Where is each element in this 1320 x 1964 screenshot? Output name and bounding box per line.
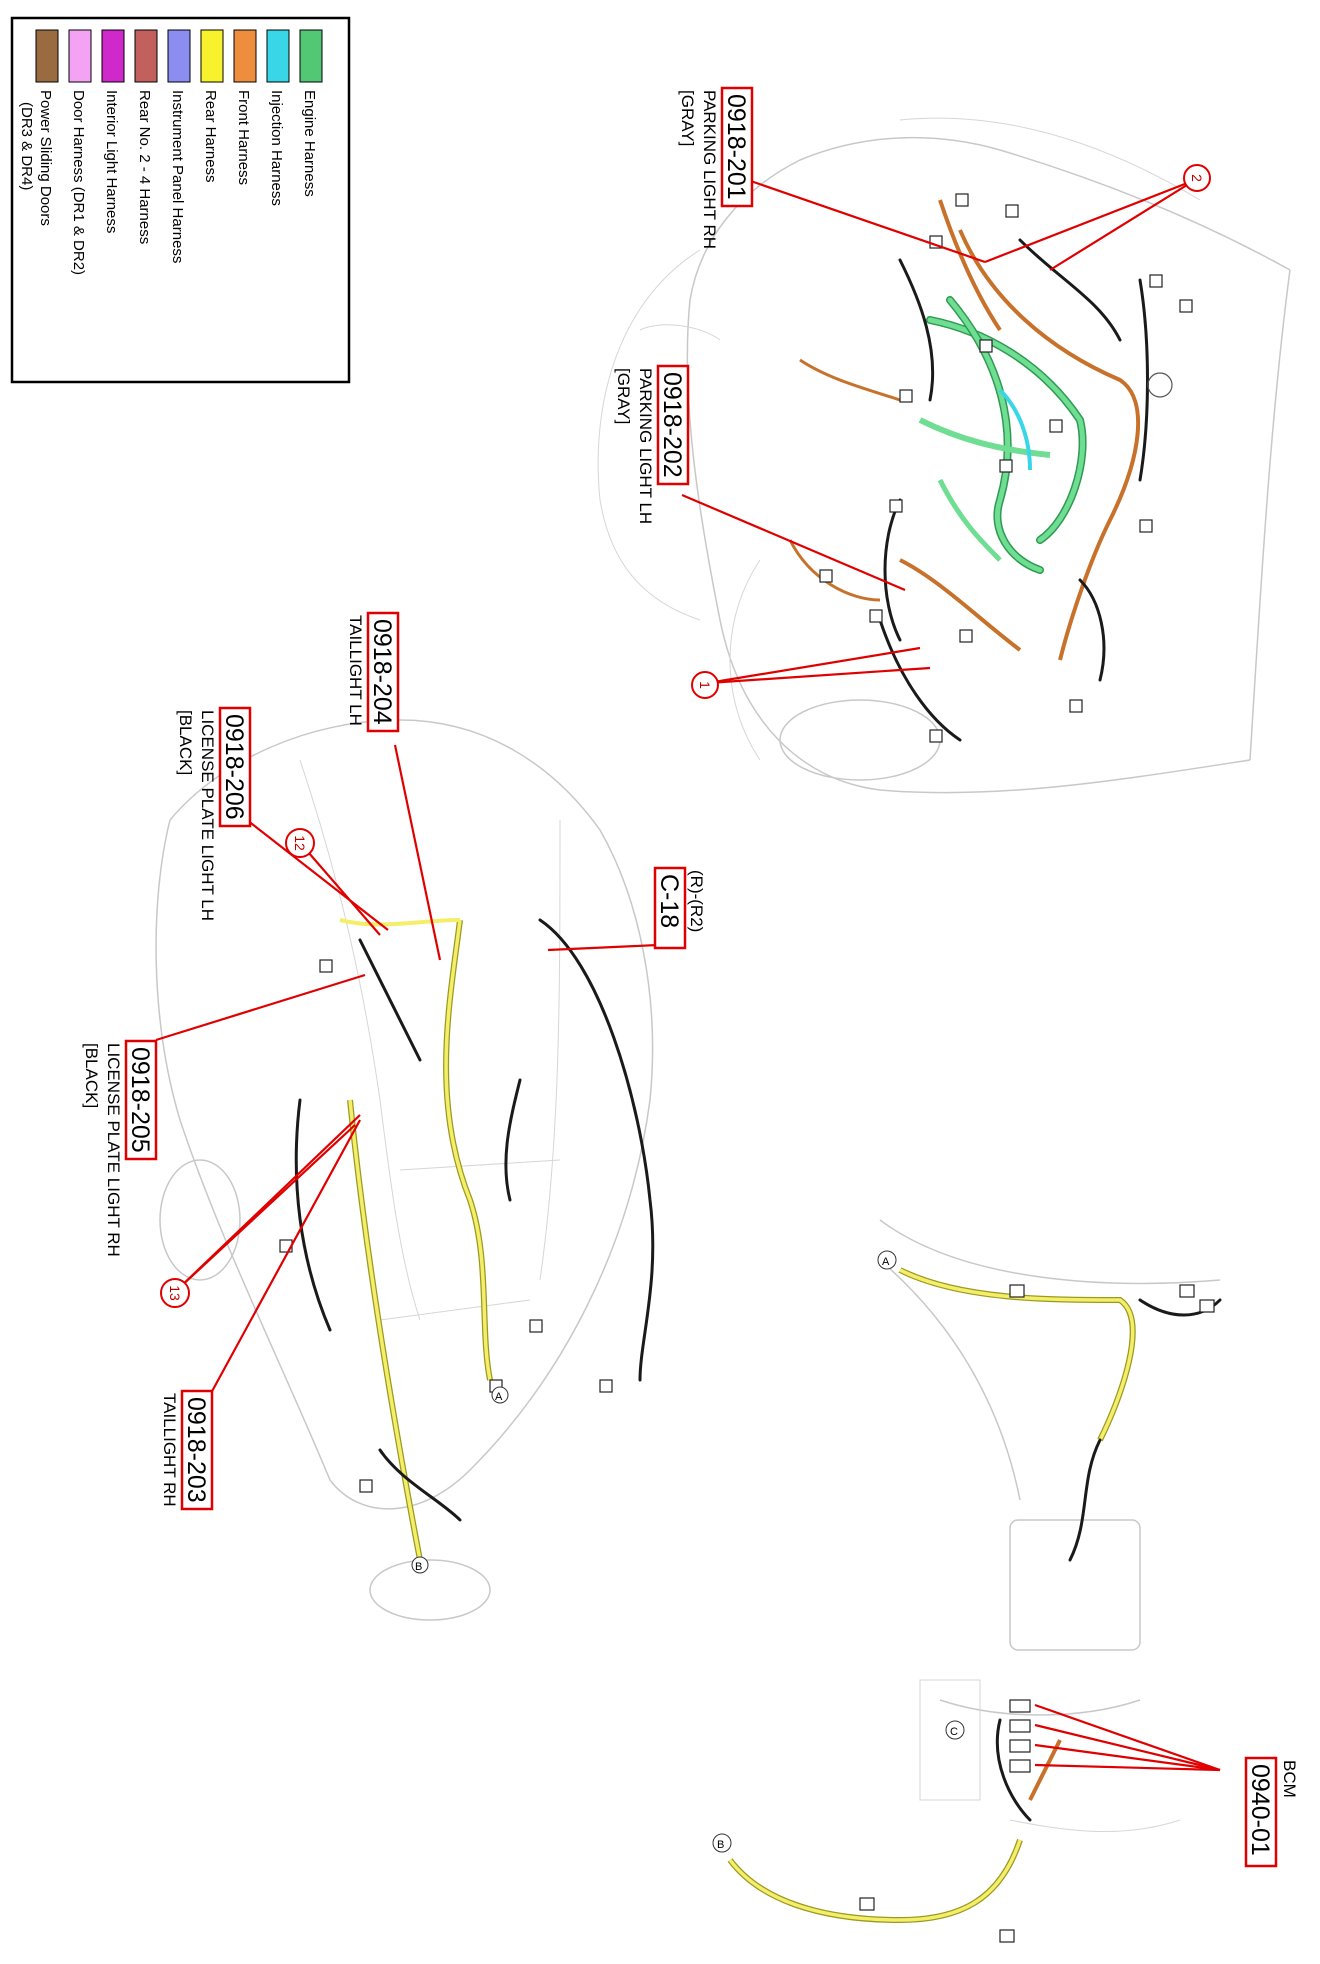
legend-label-engine: Engine Harness (301, 90, 318, 197)
legend-swatch-rear-no2-4 (134, 29, 158, 83)
marker-a-rear-circle (491, 1386, 509, 1404)
legend-swatch-engine (299, 29, 323, 83)
callout-2-text: 2 (1189, 174, 1205, 182)
desc-0918-206-line1: LICENSE PLATE LIGHT LH (198, 710, 217, 921)
legend-label-interior-light: Interior Light Harness (103, 90, 120, 233)
callout-circle-1: 1 (691, 671, 719, 699)
marker-a-interior-circle (877, 1250, 897, 1270)
label-0918-202: 0918-202 PARKING LIGHT LH [GRAY] (614, 364, 690, 524)
code-0918-203: 0918-203 (182, 1397, 210, 1503)
legend-label-rear: Rear Harness (202, 90, 219, 183)
desc-0918-205-line1: LICENSE PLATE LIGHT RH (104, 1043, 123, 1257)
legend-swatch-injection (266, 29, 290, 83)
legend-swatch-rear (200, 29, 224, 83)
legend-swatch-front (233, 29, 257, 83)
rear-harness-wiring: A B (279, 918, 655, 1574)
callout-circle-12: 12 (285, 828, 315, 858)
code-0918-206: 0918-206 (220, 714, 248, 820)
marker-a-interior: A (882, 1256, 890, 1268)
callout-circle-13: 13 (160, 1278, 190, 1308)
marker-a-rear: A (495, 1391, 503, 1403)
code-0940-01: 0940-01 (1246, 1764, 1274, 1856)
desc-0918-202-line1: PARKING LIGHT LH (636, 368, 655, 524)
desc-0940-01-line1: BCM (1280, 1760, 1299, 1798)
legend-label-power-sliding: Power Sliding Doors (37, 90, 54, 226)
front-vehicle-illustration (597, 117, 1291, 794)
desc-0918-204-line1: TAILLIGHT LH (346, 615, 365, 726)
callout-circle-2: 2 (1183, 164, 1211, 192)
legend-label-power-sliding-2: (DR3 & DR4) (18, 102, 35, 190)
pointer-lines (155, 176, 1221, 1772)
code-c-18: C-18 (655, 874, 683, 928)
legend-label-door: Door Harness (DR1 & DR2) (70, 90, 87, 275)
marker-b-interior-circle (712, 1833, 732, 1853)
code-0918-201: 0918-201 (722, 94, 750, 200)
marker-c-interior: C (950, 1726, 958, 1738)
label-0918-205: 0918-205 LICENSE PLATE LIGHT RH [BLACK] (82, 1039, 158, 1257)
code-0918-204: 0918-204 (368, 619, 396, 725)
desc-0918-203-line1: TAILLIGHT RH (160, 1393, 179, 1507)
legend-label-rear-no2-4: Rear No. 2 - 4 Harness (136, 90, 153, 244)
label-0918-204: 0918-204 TAILLIGHT LH (346, 611, 400, 733)
legend-swatch-door (68, 29, 92, 83)
legend-swatch-interior-light (101, 29, 125, 83)
desc-0918-202-line2: [GRAY] (614, 368, 633, 424)
code-0918-202: 0918-202 (658, 372, 686, 478)
callout-1-text: 1 (697, 681, 713, 689)
desc-0918-201-line1: PARKING LIGHT RH (700, 90, 719, 249)
desc-0918-206-line2: [BLACK] (176, 710, 195, 775)
rear-vehicle-illustration (155, 719, 654, 1621)
legend-swatch-power-sliding (35, 29, 59, 83)
interior-harness-wiring: A B C (712, 1250, 1222, 1943)
callout-12-text: 12 (292, 835, 308, 851)
harness-legend: Engine Harness Injection Harness Front H… (10, 16, 351, 384)
label-0918-203: 0918-203 TAILLIGHT RH (160, 1389, 214, 1511)
legend-label-front: Front Harness (235, 90, 252, 185)
marker-c-interior-circle (945, 1720, 965, 1740)
marker-b-rear-circle (411, 1556, 429, 1574)
desc-0918-205-line2: [BLACK] (82, 1043, 101, 1108)
marker-b-rear: B (415, 1561, 422, 1573)
marker-b-interior: B (717, 1839, 724, 1851)
interior-illustration (879, 1219, 1221, 1833)
desc-0918-201-line2: [GRAY] (678, 90, 697, 146)
label-0918-201: 0918-201 PARKING LIGHT RH [GRAY] (678, 86, 754, 249)
label-0940-01: BCM 0940-01 (1244, 1756, 1299, 1868)
front-harness-wiring (788, 193, 1193, 743)
legend-swatch-instrument-panel (167, 29, 191, 83)
callout-13-text: 13 (167, 1285, 183, 1301)
legend-label-instrument-panel: Instrument Panel Harness (169, 90, 186, 263)
legend-label-injection: Injection Harness (268, 90, 285, 206)
label-0918-206: 0918-206 LICENSE PLATE LIGHT LH [BLACK] (176, 706, 252, 921)
label-c-18: (R)-(R2) C-18 (653, 866, 706, 950)
code-0918-205: 0918-205 (126, 1047, 154, 1153)
desc-c-18-line1: (R)-(R2) (687, 870, 706, 932)
